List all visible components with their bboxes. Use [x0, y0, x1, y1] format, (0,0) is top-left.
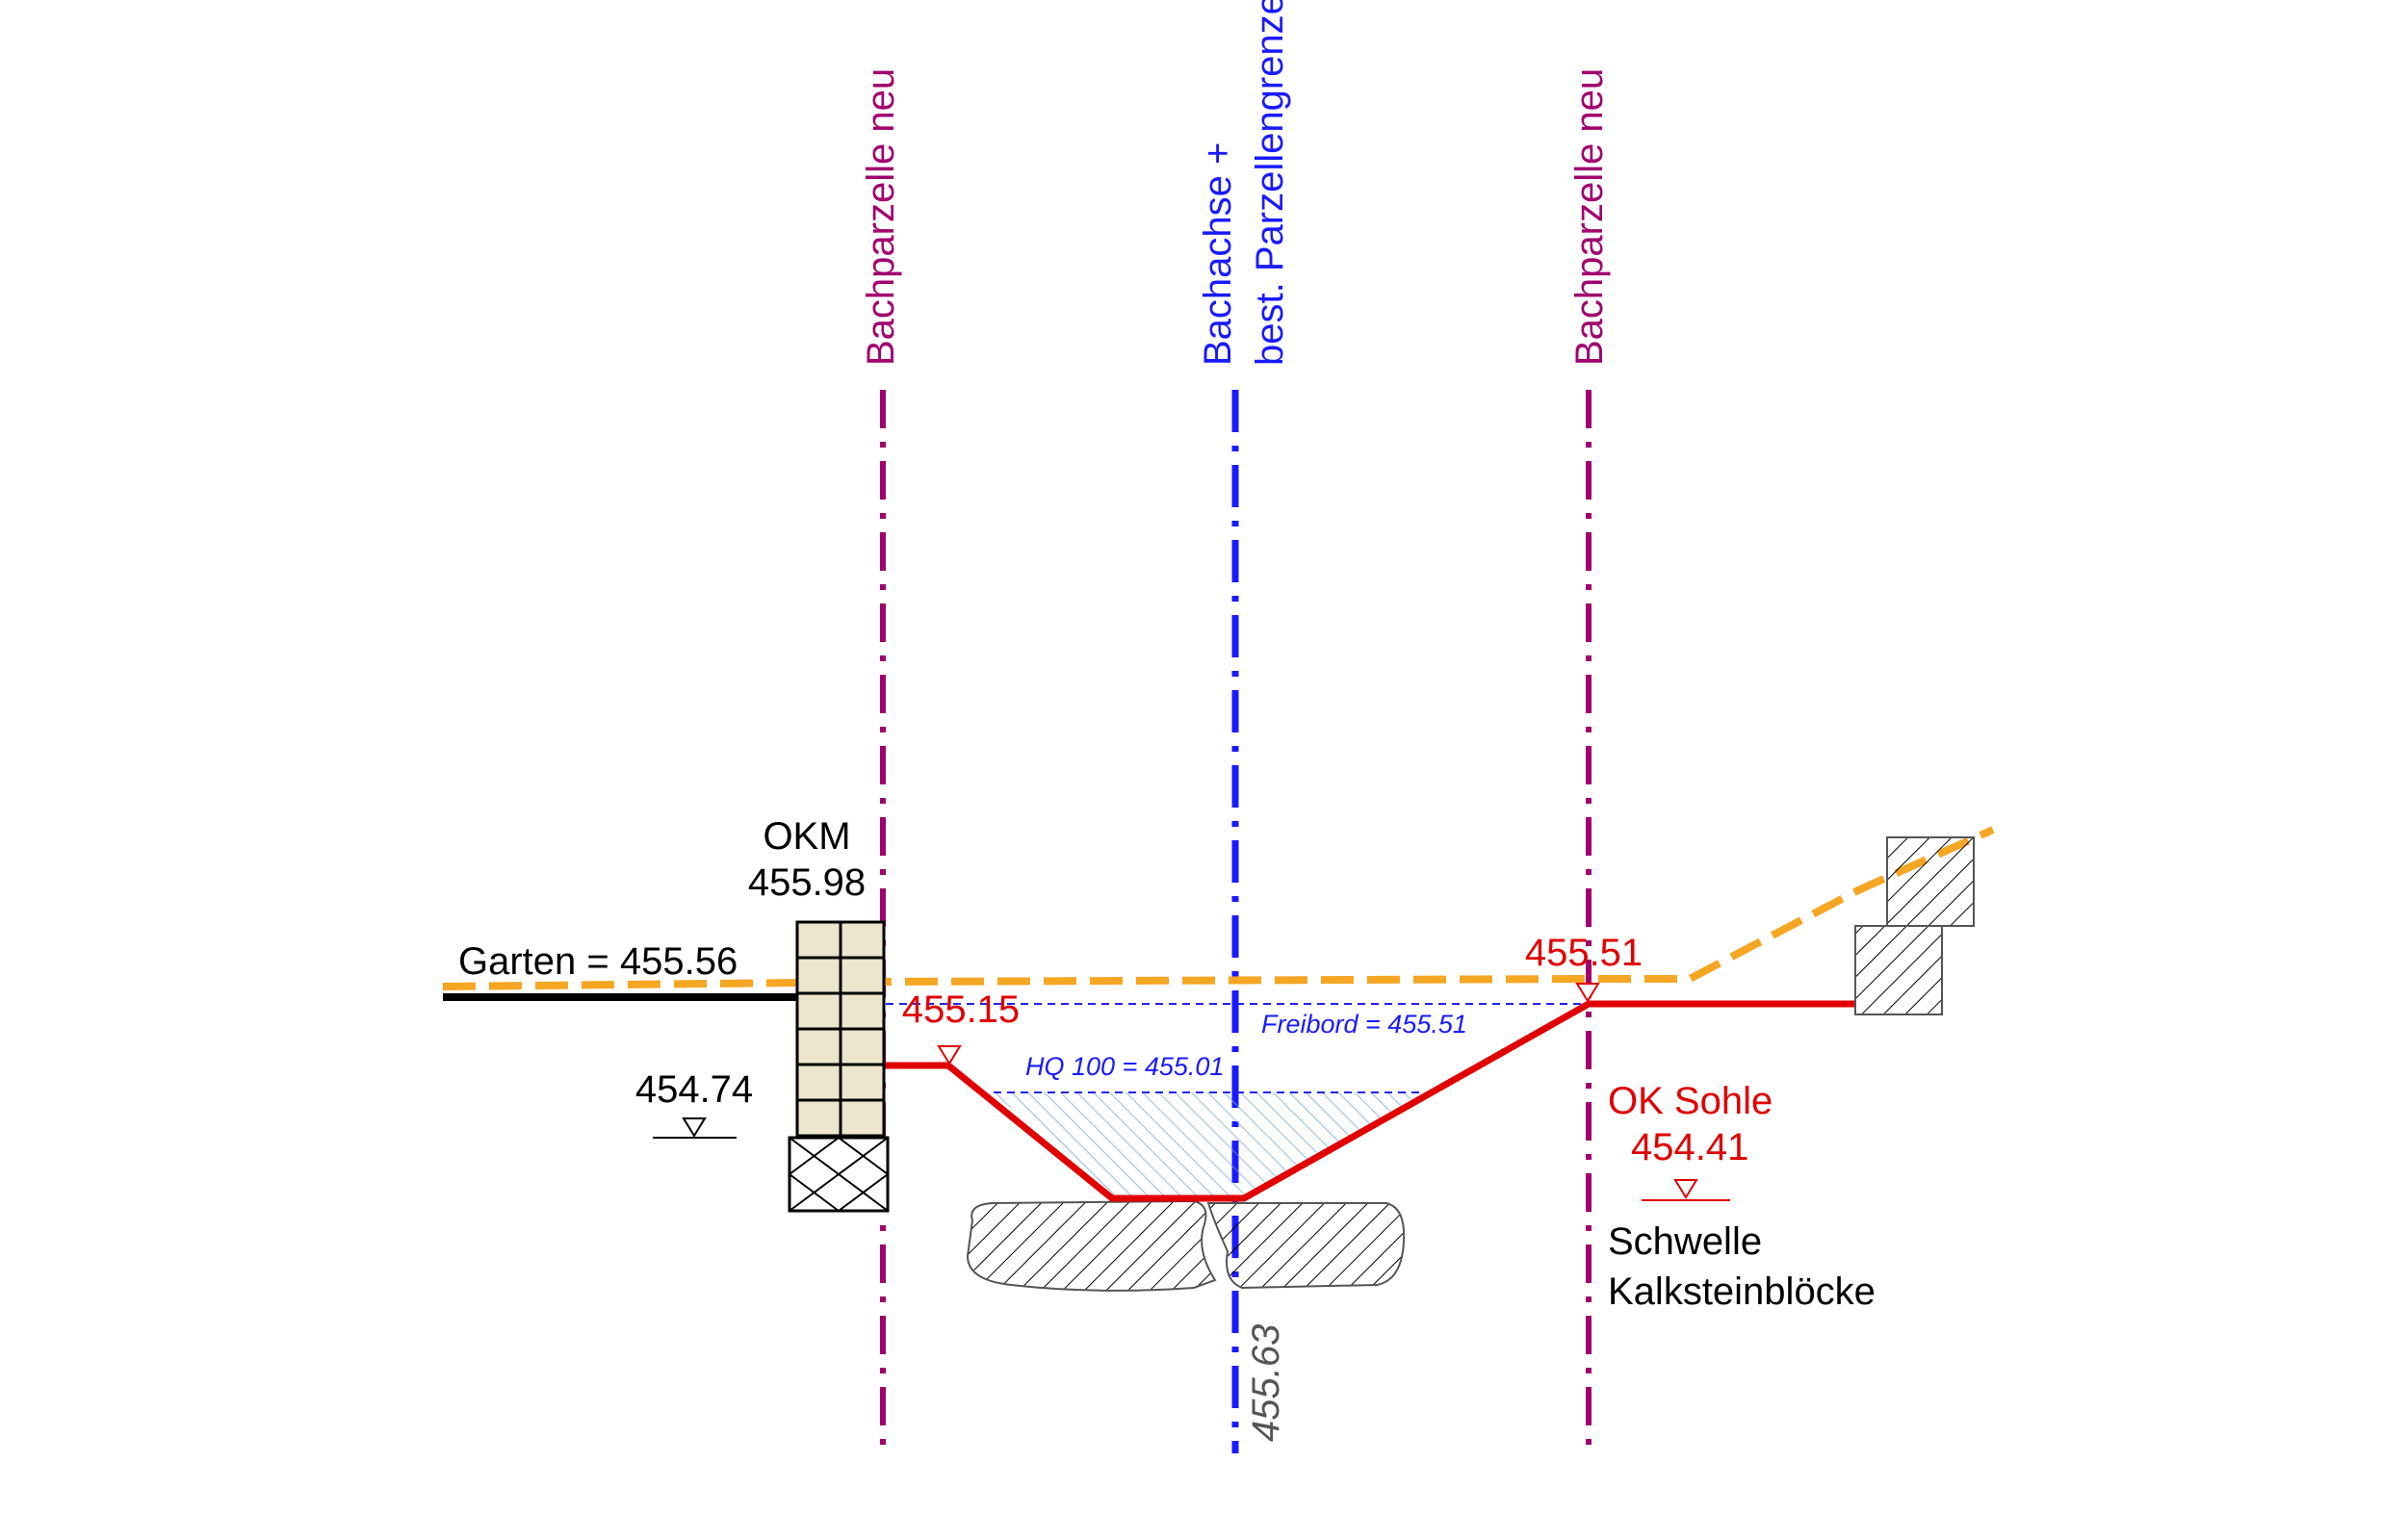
- parcel-label-left: Bachparzelle neu: [860, 68, 902, 366]
- level-454-74-label: 454.74: [635, 1068, 753, 1111]
- level-marker-455-15: [937, 1045, 962, 1065]
- parcel-label-right: Bachparzelle neu: [1568, 68, 1611, 366]
- ok-sohle-value: 454.41: [1631, 1126, 1748, 1168]
- level-455-51-label: 455.51: [1525, 932, 1643, 974]
- ok-sohle-title: OK Sohle: [1608, 1080, 1773, 1122]
- hq100-water-area: [994, 1092, 1423, 1198]
- terrain-line: [442, 826, 1995, 990]
- level-455-15-label: 455.15: [902, 988, 1020, 1031]
- axis-label-line1: Bachachse +: [1197, 142, 1239, 366]
- okm-title: OKM: [763, 815, 850, 858]
- masonry-wall: [795, 920, 886, 1138]
- level-marker-454-74: [653, 1117, 737, 1139]
- schwelle-label-line1: Schwelle: [1608, 1220, 1762, 1263]
- right-block-upper: [1886, 836, 1975, 927]
- channel-bed-line: [886, 1000, 1855, 1202]
- level-marker-455-51: [1575, 983, 1600, 1003]
- freibord-label: Freibord = 455.51: [1261, 1010, 1467, 1039]
- limestone-block-left: [966, 1199, 1217, 1292]
- schwelle-label-line2: Kalksteinblöcke: [1608, 1270, 1876, 1313]
- level-marker-ok-sohle: [1642, 1179, 1730, 1201]
- hq100-label: HQ 100 = 455.01: [1025, 1052, 1224, 1081]
- axis-label-line2: best. Parzellengrenze: [1249, 0, 1291, 366]
- limestone-block-right: [1206, 1202, 1406, 1290]
- okm-value: 455.98: [748, 861, 866, 904]
- right-block-lower: [1854, 925, 1943, 1015]
- wall-foundation: [788, 1136, 890, 1213]
- garden-level-label: Garten = 455.56: [458, 940, 738, 983]
- axis-level-label: 455.63: [1245, 1324, 1287, 1442]
